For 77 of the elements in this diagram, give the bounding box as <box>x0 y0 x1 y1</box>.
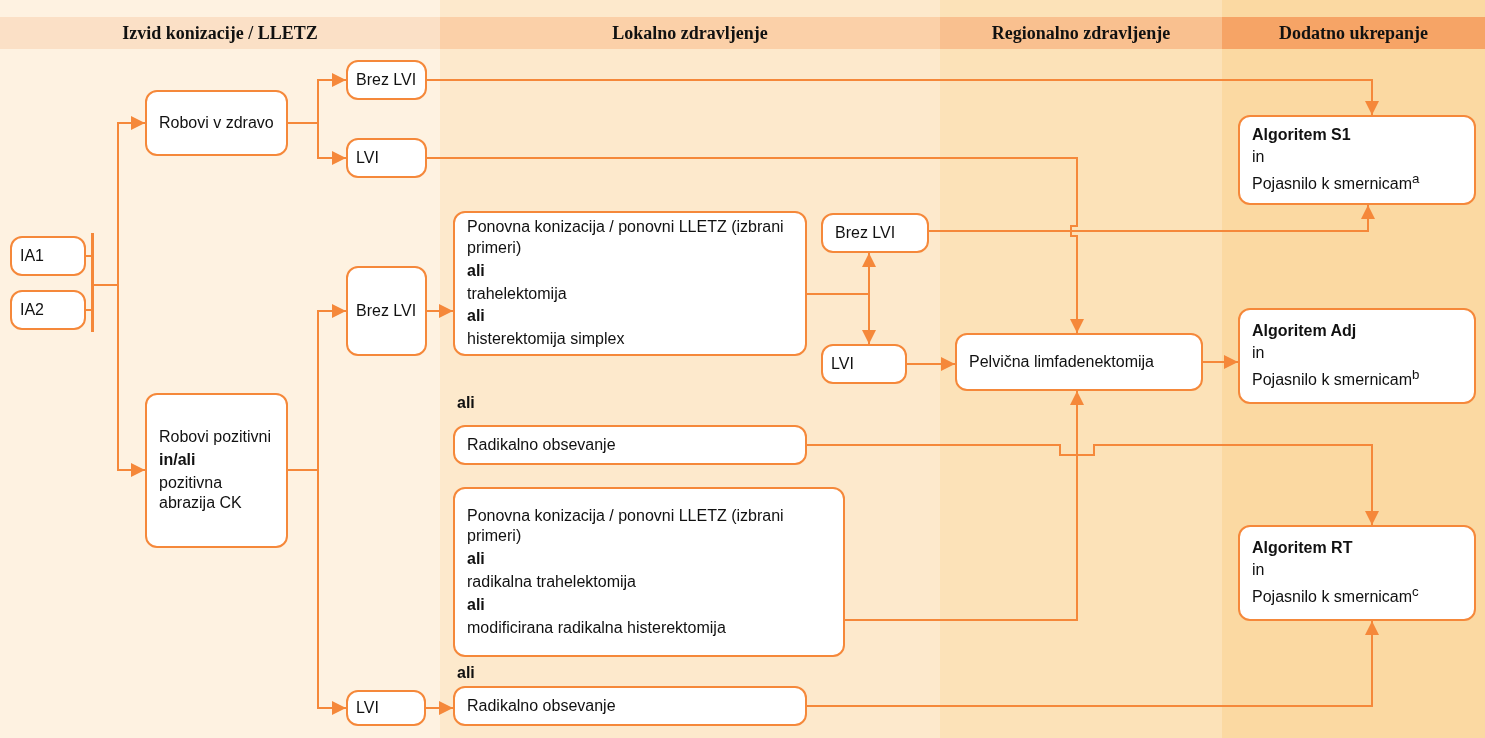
column-header <box>1222 17 1485 49</box>
arrow <box>906 357 956 371</box>
process-box <box>145 90 288 156</box>
node-label: in <box>1252 560 1266 581</box>
header-title: Lokalno zdravljenje <box>612 22 768 44</box>
process-box <box>145 393 288 548</box>
node-label: Pojasnilo k smernicam$^{a}$ <box>1252 170 1421 195</box>
node-label: Robovi v zdravo <box>159 112 274 133</box>
header-title: Izvid konizacije / LLETZ <box>122 22 318 44</box>
arrow <box>806 293 876 345</box>
node-label: Brez LVI <box>835 222 897 243</box>
process-box <box>821 344 907 384</box>
node-label: ali <box>467 260 486 281</box>
header-title: Regionalno zdravljenje <box>991 22 1171 44</box>
column-header <box>940 17 1222 49</box>
process-box <box>346 60 427 100</box>
node-label: Radikalno obsevanje <box>467 695 617 716</box>
arrow <box>806 444 1379 526</box>
arrow <box>426 157 1084 334</box>
process-box <box>453 211 807 356</box>
process-box <box>10 236 86 276</box>
process-box <box>10 290 86 330</box>
node-label: Brez LVI <box>356 69 417 90</box>
connector-word: ali <box>457 394 475 412</box>
node-label: Radikalno obsevanje <box>467 434 617 455</box>
node-label: in/ali <box>159 449 197 470</box>
node-label: Ponovna konizacija / ponovni LLETZ (izbrani primeri) <box>467 505 785 547</box>
node-label: in <box>1252 147 1266 168</box>
node-label: IA1 <box>20 245 45 266</box>
column-header <box>0 17 440 49</box>
process-box <box>346 138 427 178</box>
node-label: ali <box>467 594 486 615</box>
node-label: Pelvična limfadenektomija <box>969 351 1155 372</box>
node-label: pozitivna abrazija CK <box>159 472 243 514</box>
node-label: Algoritem RT <box>1252 537 1354 558</box>
node-label: ali <box>467 306 486 327</box>
process-box <box>453 487 845 657</box>
node-label: in <box>1252 343 1266 364</box>
process-box <box>453 686 807 726</box>
node-label: modificirana radikalna histerektomija <box>467 617 727 638</box>
process-box <box>346 266 427 356</box>
arrow <box>287 469 347 715</box>
node-label: Pojasnilo k smernicam$^{b}$ <box>1252 366 1421 391</box>
node-label: trahelektomija <box>467 283 568 304</box>
node-label: LVI <box>356 697 380 718</box>
arrow <box>844 390 1084 621</box>
arrow <box>426 304 454 318</box>
node-label: ali <box>467 549 486 570</box>
process-box <box>346 690 426 726</box>
arrow <box>93 284 146 477</box>
process-box <box>955 333 1203 391</box>
connector-word: ali <box>457 664 475 682</box>
process-box <box>1238 308 1476 404</box>
arrow <box>806 620 1379 707</box>
process-box <box>1238 525 1476 621</box>
node-label: LVI <box>356 147 380 168</box>
column-header <box>440 17 940 49</box>
process-box <box>1238 115 1476 205</box>
arrow <box>425 701 454 715</box>
node-label: Algoritem Adj <box>1252 320 1358 341</box>
process-box <box>821 213 929 253</box>
node-label: Pojasnilo k smernicam$^{c}$ <box>1252 583 1420 608</box>
node-label: Brez LVI <box>356 300 417 321</box>
node-label: LVI <box>831 353 855 374</box>
arrow <box>1202 355 1239 369</box>
node-label: Algoritem S1 <box>1252 124 1352 145</box>
arrow <box>426 79 1379 116</box>
arrow <box>928 204 1375 232</box>
node-label: IA2 <box>20 299 45 320</box>
bracket-bar <box>91 233 94 332</box>
header-title: Dodatno ukrepanje <box>1278 22 1429 44</box>
node-label: Robovi pozitivni <box>159 426 273 447</box>
node-label: Ponovna konizacija / ponovni LLETZ (izbrani primeri) <box>467 217 785 258</box>
process-box <box>453 425 807 465</box>
node-label: radikalna trahelektomija <box>467 572 637 592</box>
node-label: histerektomija simplex <box>467 329 626 350</box>
arrow <box>287 122 347 165</box>
